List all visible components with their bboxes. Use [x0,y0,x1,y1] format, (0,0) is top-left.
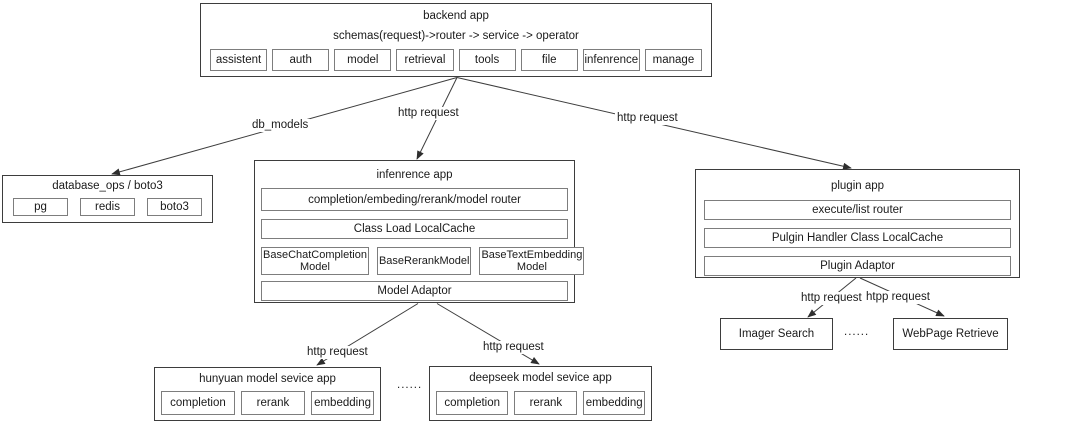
hunyuan-app-title: hunyuan model sevice app [199,373,336,385]
inference-router-box: completion/embeding/rerank/model router [261,188,568,211]
plugin-router-box: execute/list router [704,200,1011,220]
inference-base-text-embedding-model: BaseTextEmbedding Model [479,247,585,275]
hunyuan-module-completion: completion [161,391,235,415]
deepseek-app-title: deepseek model sevice app [469,372,612,384]
backend-module-infenrence: infenrence [582,49,640,71]
webpage-retrieve-label: WebPage Retrieve [902,328,999,340]
deepseek-module-rerank: rerank [514,391,578,415]
plugin-app-title: plugin app [830,180,885,192]
node-deepseek-service-app: deepseek model sevice app completion rer… [429,366,652,421]
deepseek-module-embedding: embedding [583,391,645,415]
inference-cache-box: Class Load LocalCache [261,219,568,239]
edge-label-http-request-inference: http request [396,107,461,120]
edge-label-htpp-request-webpage: htpp request [864,291,932,304]
edge-label-http-request-deepseek: http request [481,341,546,354]
backend-module-retrieval: retrieval [396,49,454,71]
backend-module-tools: tools [458,49,516,71]
backend-module-assistent: assistent [210,49,268,71]
plugin-cache-box: Pulgin Handler Class LocalCache [704,228,1011,248]
backend-app-title: backend app [423,10,489,22]
node-database-ops: database_ops / boto3 pg redis boto3 [2,175,213,223]
node-plugin-app: plugin app execute/list router Pulgin Ha… [695,169,1020,278]
backend-module-auth: auth [272,49,330,71]
edge-label-db-models: db_models [250,119,311,132]
node-image-search: Imager Search [720,318,833,350]
node-hunyuan-service-app: hunyuan model sevice app completion rera… [154,367,381,421]
edge-label-http-request-hunyuan: http request [305,346,370,359]
ellipsis-model-services: ...... [397,379,423,391]
backend-module-manage: manage [644,49,702,71]
node-webpage-retrieve: WebPage Retrieve [893,318,1008,350]
inference-app-title: infenrence app [376,169,453,181]
edge-label-http-request-image-search: http request [799,292,864,305]
inference-model-classes-row: BaseChatCompletion Model BaseRerankModel… [261,247,585,275]
database-modules-row: pg redis boto3 [13,198,202,216]
backend-app-flow-subtitle: schemas(request)->router -> service -> o… [333,29,579,42]
deepseek-modules-row: completion rerank embedding [436,391,645,415]
inference-base-chat-completion-model: BaseChatCompletion Model [261,247,369,275]
hunyuan-module-rerank: rerank [240,391,306,415]
node-inference-app: infenrence app completion/embeding/reran… [254,160,585,303]
plugin-adaptor-box: Plugin Adaptor [704,256,1011,276]
edge-label-http-request-plugin: http request [615,112,680,125]
database-module-pg: pg [13,198,68,216]
deepseek-module-completion: completion [436,391,509,415]
inference-base-rerank-model: BaseRerankModel [376,247,472,275]
backend-module-file: file [520,49,578,71]
edge-inference-to-deepseek [436,303,540,365]
node-backend-app: backend app schemas(request)->router -> … [200,3,712,77]
database-ops-title: database_ops / boto3 [52,180,163,192]
backend-module-model: model [334,49,392,71]
image-search-label: Imager Search [738,328,815,340]
hunyuan-module-embedding: embedding [311,391,374,415]
inference-model-adaptor-box: Model Adaptor [261,281,568,301]
database-module-redis: redis [80,198,135,216]
hunyuan-modules-row: completion rerank embedding [161,391,374,415]
ellipsis-plugins: ...... [844,326,870,338]
backend-modules-row: assistent auth model retrieval tools fil… [210,49,702,71]
database-module-boto3: boto3 [147,198,202,216]
